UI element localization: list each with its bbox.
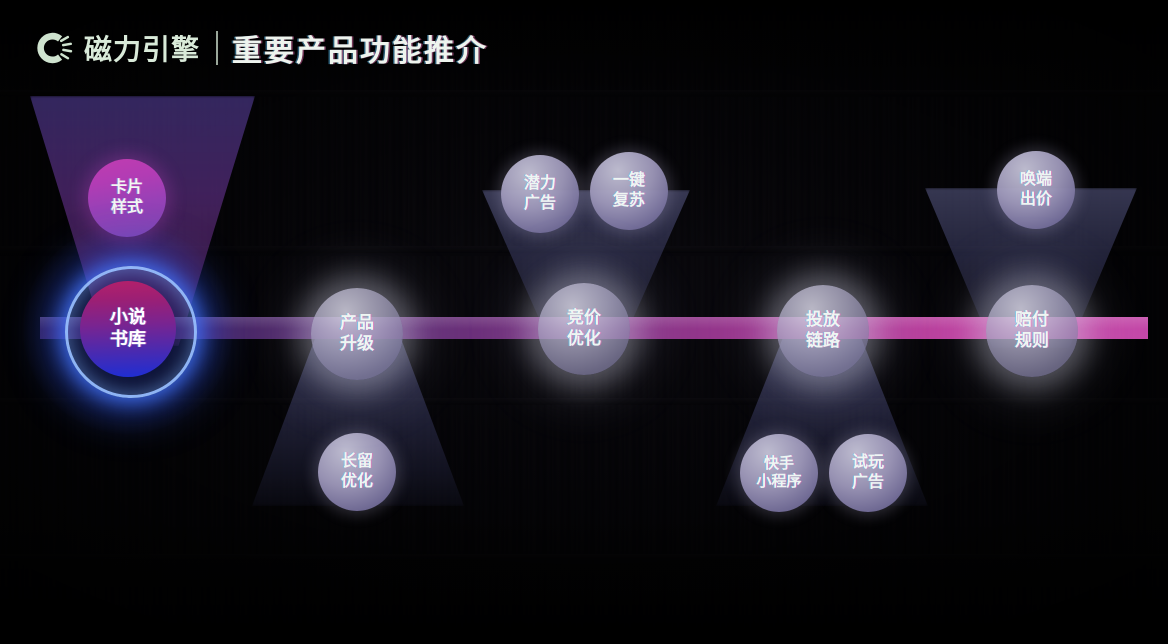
bubble-card-style-line1: 卡片: [110, 179, 143, 197]
bubble-potential-ads[interactable]: 潜力 广告: [501, 155, 579, 233]
brand-name: 磁力引擎: [84, 33, 201, 66]
bubble-playable-ads-line1: 试玩: [851, 454, 884, 472]
bubble-long-retention[interactable]: 长留 优化: [318, 433, 396, 511]
bubble-potential-ads-line1: 潜力: [523, 175, 556, 193]
bubble-one-click-revival-line1: 一键: [612, 172, 645, 190]
bubble-wake-up-bidding-line2: 出价: [1019, 191, 1052, 208]
slide-header: 磁力引擎 重要产品功能推介: [36, 20, 488, 76]
bubble-one-click-revival-line2: 复苏: [612, 192, 645, 209]
magnetic-engine-burst-logo-icon: [36, 29, 74, 67]
bubble-kuaishou-mini-app[interactable]: 快手 小程序: [740, 434, 818, 512]
node-novel-library-line2: 书库: [110, 329, 146, 349]
bubble-wake-up-bidding-line1: 唤端: [1019, 171, 1052, 189]
bubble-card-style-line2: 样式: [110, 199, 143, 216]
bubble-long-retention-line2: 优化: [340, 473, 373, 490]
bubble-potential-ads-line2: 广告: [523, 195, 556, 212]
node-delivery-chain-line2: 链路: [806, 331, 840, 350]
bubble-wake-up-bidding[interactable]: 唤端 出价: [997, 151, 1075, 229]
bubble-long-retention-line1: 长留: [340, 453, 373, 471]
node-novel-library[interactable]: 小说 书库: [80, 281, 176, 377]
node-compensation-rules-line1: 赔付: [1015, 310, 1049, 330]
node-bidding-optimization[interactable]: 竞价 优化: [538, 283, 630, 375]
node-delivery-chain-line1: 投放: [806, 310, 840, 330]
node-bidding-optimization-line1: 竞价: [567, 308, 601, 328]
bubble-playable-ads[interactable]: 试玩 广告: [829, 434, 907, 512]
node-delivery-chain[interactable]: 投放 链路: [777, 285, 869, 377]
node-compensation-rules-line2: 规则: [1015, 331, 1049, 350]
bubble-kuaishou-mini-app-line2: 小程序: [756, 473, 802, 490]
header-divider: [216, 31, 219, 65]
bubble-card-style[interactable]: 卡片 样式: [88, 159, 166, 237]
bubble-kuaishou-mini-app-line1: 快手: [763, 454, 794, 472]
bubble-playable-ads-line2: 广告: [851, 474, 884, 491]
page-title: 重要产品功能推介: [232, 34, 489, 69]
node-product-upgrade-line1: 产品: [340, 313, 374, 333]
node-novel-library-line1: 小说: [110, 307, 146, 328]
node-product-upgrade-line2: 升级: [340, 334, 374, 353]
node-compensation-rules[interactable]: 赔付 规则: [986, 285, 1078, 377]
node-bidding-optimization-line2: 优化: [567, 329, 601, 348]
node-product-upgrade[interactable]: 产品 升级: [311, 288, 403, 380]
bubble-one-click-revival[interactable]: 一键 复苏: [590, 152, 668, 230]
